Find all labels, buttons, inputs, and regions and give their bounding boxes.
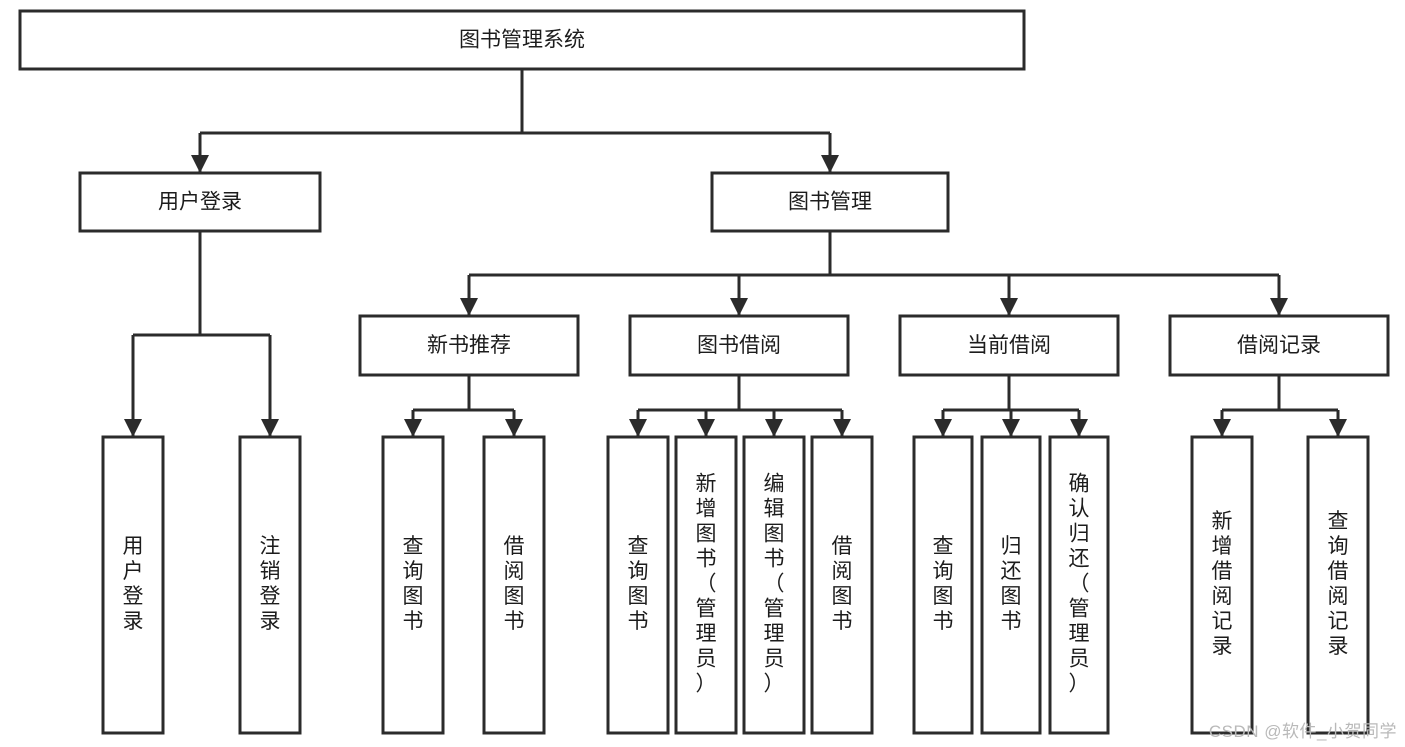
leaf-node-12-rect xyxy=(1306,435,1370,735)
leaf-node-10-rect xyxy=(1048,435,1110,735)
leaf-node-0-rect xyxy=(101,435,165,735)
level3-node-3[interactable]: 借阅记录 xyxy=(1168,314,1390,377)
level3-node-2-label: 当前借阅 xyxy=(967,334,1051,357)
leaf-node-12[interactable]: 查询借阅记录 xyxy=(1306,435,1370,735)
l3-1-arrow-0 xyxy=(629,419,647,437)
l3-0-arrow-0 xyxy=(404,419,422,437)
leaf-node-3[interactable]: 借阅图书 xyxy=(482,435,546,735)
mgmt-arrow-3 xyxy=(1270,298,1288,316)
level2-node-1[interactable]: 图书管理 xyxy=(710,171,950,233)
node-layer: 图书管理系统用户登录图书管理新书推荐图书借阅当前借阅借阅记录用户登录注销登录查询… xyxy=(18,9,1390,735)
level2-node-1-rect xyxy=(710,171,950,233)
l3-3-arrow-0 xyxy=(1213,419,1231,437)
level3-node-0-label: 新书推荐 xyxy=(427,334,511,357)
leaf-node-8-rect xyxy=(912,435,974,735)
leaf-node-6-rect xyxy=(742,435,806,735)
leaf-node-3-label: 借阅图书 xyxy=(504,535,525,633)
level3-node-3-label: 借阅记录 xyxy=(1237,334,1321,357)
level3-node-1-label: 图书借阅 xyxy=(697,334,781,357)
leaf-node-0-label: 用户登录 xyxy=(123,535,144,633)
mgmt-arrow-1 xyxy=(730,298,748,316)
mgmt-arrow-0 xyxy=(460,298,478,316)
leaf-node-2-label: 查询图书 xyxy=(403,535,424,633)
leaf-node-8[interactable]: 查询图书 xyxy=(912,435,974,735)
leaf-node-7-rect xyxy=(810,435,874,735)
leaf-node-1-label: 注销登录 xyxy=(260,535,281,633)
leaf-node-3-rect xyxy=(482,435,546,735)
leaf-node-10-label: 确认归还（管理员） xyxy=(1069,473,1090,696)
leaf-node-5-label: 新增图书（管理员） xyxy=(696,473,717,696)
leaf-node-4-rect xyxy=(606,435,670,735)
level3-node-1[interactable]: 图书借阅 xyxy=(628,314,850,377)
l3-1-arrow-2 xyxy=(765,419,783,437)
level3-node-1-rect xyxy=(628,314,850,377)
leaf-node-6[interactable]: 编辑图书（管理员） xyxy=(742,435,806,735)
leaf-node-5-rect xyxy=(674,435,738,735)
leaf-node-1-rect xyxy=(238,435,302,735)
root-arrow-0 xyxy=(191,155,209,173)
leaf-node-4-label: 查询图书 xyxy=(628,535,649,633)
leaf-node-6-label: 编辑图书（管理员） xyxy=(764,473,785,696)
level2-node-0-label: 用户登录 xyxy=(158,191,242,214)
l3-2-arrow-1 xyxy=(1002,419,1020,437)
root-node-book-management-system-rect xyxy=(18,9,1026,71)
login-arrow-1 xyxy=(261,419,279,437)
leaf-node-7[interactable]: 借阅图书 xyxy=(810,435,874,735)
l3-2-arrow-0 xyxy=(934,419,952,437)
leaf-node-11-label: 新增借阅记录 xyxy=(1212,510,1233,658)
root-arrow-1 xyxy=(821,155,839,173)
l3-2-arrow-2 xyxy=(1070,419,1088,437)
leaf-node-2[interactable]: 查询图书 xyxy=(381,435,445,735)
connector-layer xyxy=(124,69,1347,437)
level3-node-0[interactable]: 新书推荐 xyxy=(358,314,580,377)
level3-node-0-rect xyxy=(358,314,580,377)
leaf-node-5[interactable]: 新增图书（管理员） xyxy=(674,435,738,735)
leaf-node-4[interactable]: 查询图书 xyxy=(606,435,670,735)
l3-1-arrow-3 xyxy=(833,419,851,437)
l3-0-arrow-1 xyxy=(505,419,523,437)
level3-node-2-rect xyxy=(898,314,1120,377)
leaf-node-12-label: 查询借阅记录 xyxy=(1328,510,1349,658)
level3-node-3-rect xyxy=(1168,314,1390,377)
root-node-book-management-system-label: 图书管理系统 xyxy=(459,29,585,52)
l3-3-arrow-1 xyxy=(1329,419,1347,437)
leaf-node-9-label: 归还图书 xyxy=(1001,535,1022,633)
mgmt-arrow-2 xyxy=(1000,298,1018,316)
leaf-node-11[interactable]: 新增借阅记录 xyxy=(1190,435,1254,735)
leaf-node-11-rect xyxy=(1190,435,1254,735)
leaf-node-2-rect xyxy=(381,435,445,735)
leaf-node-7-label: 借阅图书 xyxy=(832,535,853,633)
leaf-node-9-rect xyxy=(980,435,1042,735)
level2-node-0-rect xyxy=(78,171,322,233)
leaf-node-9[interactable]: 归还图书 xyxy=(980,435,1042,735)
level2-node-0[interactable]: 用户登录 xyxy=(78,171,322,233)
level3-node-2[interactable]: 当前借阅 xyxy=(898,314,1120,377)
l3-1-arrow-1 xyxy=(697,419,715,437)
leaf-node-1[interactable]: 注销登录 xyxy=(238,435,302,735)
leaf-node-0[interactable]: 用户登录 xyxy=(101,435,165,735)
leaf-node-10[interactable]: 确认归还（管理员） xyxy=(1048,435,1110,735)
leaf-node-8-label: 查询图书 xyxy=(933,535,954,633)
root-node-book-management-system[interactable]: 图书管理系统 xyxy=(18,9,1026,71)
login-arrow-0 xyxy=(124,419,142,437)
level2-node-1-label: 图书管理 xyxy=(788,191,872,214)
